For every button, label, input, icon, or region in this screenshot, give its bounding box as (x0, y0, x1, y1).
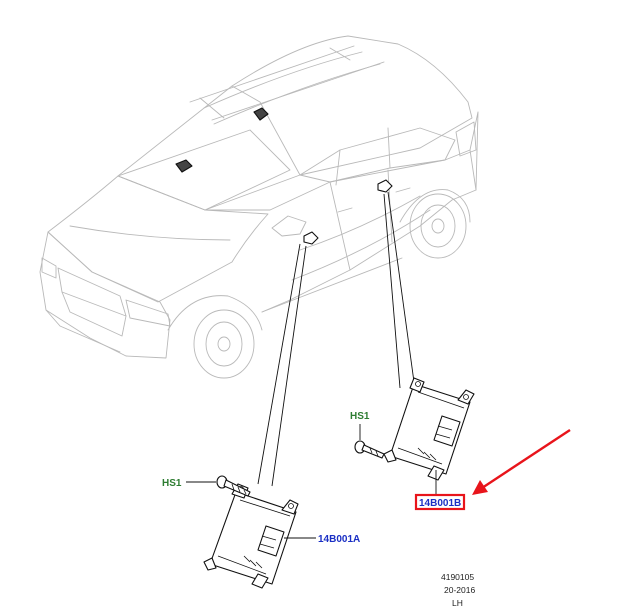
highlighted-callout[interactable]: 14B001B (414, 493, 466, 511)
part-label-14b001b[interactable]: 14B001B (419, 498, 461, 509)
fastener-label-right: HS1 (350, 411, 370, 422)
highlight-box (414, 493, 466, 511)
mounting-location-right-icon (377, 179, 393, 193)
screw-hs1-right-icon (354, 424, 385, 459)
reference-date: 20-2016 (444, 585, 475, 595)
module-14b001b (383, 377, 475, 496)
part-label-14b001a[interactable]: 14B001A (318, 534, 360, 545)
reference-number: 4190105 (441, 572, 474, 582)
leader-lines (257, 191, 415, 487)
vehicle-outline (39, 35, 479, 379)
mounting-location-left-icon (303, 231, 319, 245)
red-pointer-arrow-icon (472, 428, 571, 495)
screw-hs1-left-icon (186, 475, 251, 497)
roof-module-location-icon (175, 107, 269, 173)
module-14b001a (203, 483, 316, 589)
reference-side: LH (452, 598, 463, 608)
fastener-label-left: HS1 (162, 478, 182, 489)
